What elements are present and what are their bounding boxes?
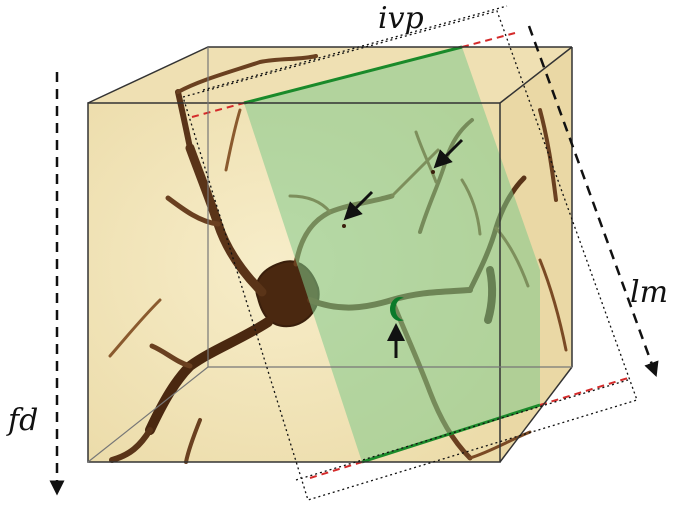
feature-dot-2 — [342, 224, 346, 228]
plane-top-edge — [243, 45, 463, 105]
crescent-marker — [390, 297, 404, 321]
red-dashed-bottom-left — [309, 461, 363, 479]
red-dashed-top — [191, 102, 245, 118]
feature-dot-1 — [431, 170, 435, 174]
label-ivp: ivp — [378, 1, 424, 36]
red-dashed-top-right — [461, 32, 516, 48]
cube-hidden-edges — [87, 47, 572, 463]
feature-arrow-1 — [433, 138, 464, 169]
red-dashed-bottom-right — [539, 377, 629, 406]
label-fd: fd — [6, 403, 38, 438]
feature-arrow-2 — [343, 190, 374, 221]
imaging-plane — [244, 47, 540, 462]
label-lm: lm — [630, 275, 668, 310]
